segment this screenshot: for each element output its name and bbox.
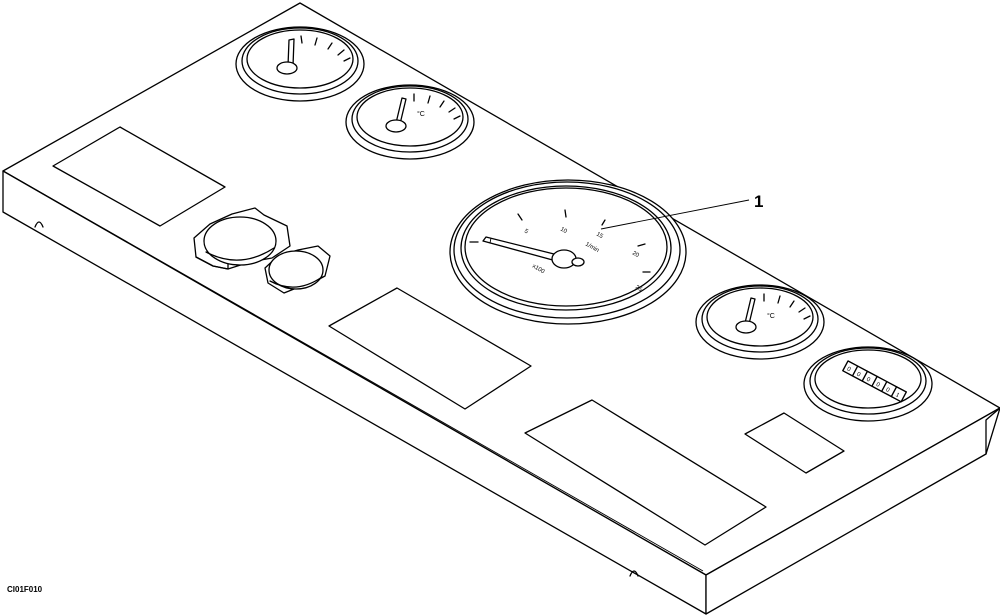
tacho-label-10: 10 (559, 227, 568, 236)
tacho-label-5: 5 (523, 229, 529, 236)
skirt-notch-left (34, 221, 44, 228)
temp-gauge-upper: °C (345, 84, 475, 160)
figure-id: CI01F010 (7, 585, 43, 594)
skirt-notch-mid (629, 570, 639, 577)
tachometer: 5 10 15 20 25 1/min x100 (449, 179, 687, 325)
hour-meter-digit: 1 (894, 392, 900, 399)
temp-unit-upper: °C (417, 110, 425, 118)
rotary-switch-small (264, 245, 331, 294)
rotary-switch-large (193, 207, 291, 270)
cutout-center (328, 287, 532, 410)
gauge-top-left (235, 26, 365, 102)
tacho-label-25: 25 (634, 285, 643, 294)
cutout-small-right (744, 412, 845, 474)
cutout-lower (524, 399, 767, 546)
callout-leader (600, 199, 750, 230)
tachometer-ticks (469, 209, 651, 273)
temp-unit-lower: °C (767, 312, 775, 320)
callout-1: 1 (600, 192, 763, 230)
panel-cutouts (52, 126, 845, 546)
tacho-label-15: 15 (595, 232, 604, 241)
hour-meter-digit: 0 (875, 382, 881, 389)
tacho-label-20: 20 (631, 251, 640, 260)
temp-gauge-lower: °C (695, 284, 825, 360)
hour-meter-digit: 0 (865, 377, 871, 384)
cutout-left (52, 126, 226, 227)
hour-meter-digit: 0 (885, 387, 891, 394)
callout-label: 1 (754, 192, 763, 211)
hour-meter-digit: 0 (855, 372, 861, 379)
hour-meter-digit-cell (890, 386, 907, 403)
hour-meter-digit: 0 (846, 366, 852, 373)
